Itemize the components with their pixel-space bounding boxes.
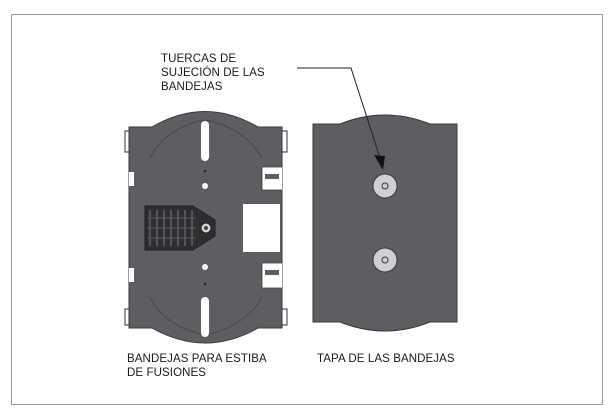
callout-label-line: TUERCAS DE [161,53,237,65]
tray-dot [203,169,207,173]
fusion-splice-tray [124,111,288,344]
caption-line: DE FUSIONES [127,367,207,379]
tray-cover-caption: TAPA DE LAS BANDEJAS [317,352,497,366]
retaining-nut [372,173,398,199]
callout-label: TUERCAS DE SUJECIÓN DE LAS BANDEJAS [161,52,311,94]
tray-dot [203,282,207,286]
tray-notch-inner [265,270,279,275]
callout-label-line: BANDEJAS [161,81,223,93]
tray-cover-body [312,114,458,332]
caption-line: TAPA DE LAS BANDEJAS [317,353,455,365]
tray-side-tab [129,172,134,186]
tray-window [243,204,280,252]
tray-hole [202,183,208,189]
caption-line: BANDEJAS PARA ESTIBA [127,353,267,365]
tray-side-tab [129,268,134,282]
callout-leader [297,67,385,170]
tray-side-clips [124,130,288,326]
splice-holder [144,205,216,251]
callout-label-line: SUJECIÓN DE LAS [161,67,265,79]
fusion-tray-caption: BANDEJAS PARA ESTIBA DE FUSIONES [127,352,297,380]
tray-hole [202,264,208,270]
tray-slot-top [201,121,209,161]
tray-notch-inner [265,174,279,179]
figure-border [11,14,603,405]
tray-slot-bottom [201,297,209,337]
tray-cover [312,114,458,332]
callout-arrowhead [374,155,385,170]
tray-routing-arc-top [149,119,263,159]
tray-notch [261,262,282,289]
retaining-nut [372,247,398,273]
